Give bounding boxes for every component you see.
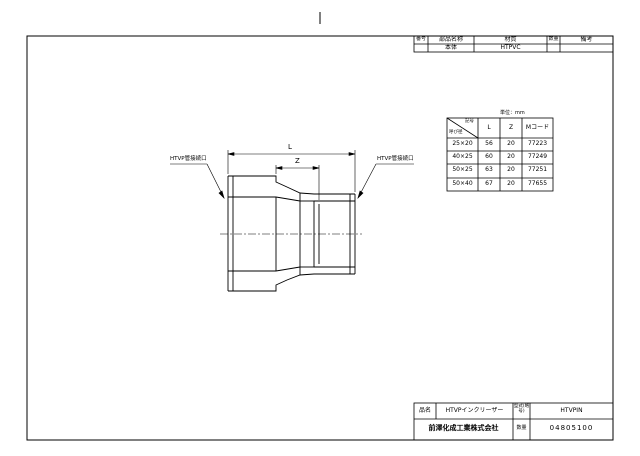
- title-name-value: HTVPインクリーザー: [445, 407, 504, 414]
- spec-cell-L: 63: [485, 166, 493, 173]
- parts-header-number: 番号: [415, 36, 426, 42]
- parts-header-remarks: 備考: [580, 36, 593, 43]
- dimension-lines: [170, 150, 414, 200]
- spec-cell-size: 25×20: [452, 140, 473, 147]
- spec-cell-mcode: 77223: [527, 140, 548, 147]
- parts-header-material: 材質: [504, 36, 517, 43]
- parts-header-name: 部品名称: [438, 36, 463, 43]
- spec-cell-mcode: 77655: [527, 180, 548, 187]
- title-model-value: HTVPIN: [560, 407, 583, 414]
- spec-cell-size: 50×25: [452, 166, 473, 173]
- spec-cell-L: 67: [485, 180, 493, 187]
- spec-cell-Z: 20: [507, 180, 515, 187]
- parts-header-quantity: 数量: [548, 36, 559, 42]
- drawing-frame: [26, 35, 614, 441]
- title-name-label: 品名: [418, 407, 431, 414]
- company-name: 前澤化成工業株式会社: [428, 424, 499, 432]
- reducer-fitting-drawing: [220, 175, 362, 292]
- spec-cell-size: 50×40: [452, 180, 473, 187]
- callout-left: HTVP管接続口: [170, 156, 207, 162]
- spec-cell-Z: 20: [507, 140, 515, 147]
- spec-cell-mcode: 77251: [527, 166, 548, 173]
- parts-row-name: 本体: [444, 44, 457, 51]
- spec-table-lines: [446, 117, 554, 192]
- parts-table-lines: [413, 35, 614, 53]
- spec-cell-mcode: 77249: [527, 153, 548, 160]
- title-block-lines: [413, 402, 614, 441]
- spec-cell-Z: 20: [507, 153, 515, 160]
- spec-corner-top: 記号: [465, 119, 474, 124]
- title-code-label: 数量: [516, 425, 527, 431]
- spec-header-mcode: Mコード: [525, 124, 550, 131]
- dimension-Z-label: Z: [295, 157, 300, 165]
- spec-header-L: L: [487, 124, 491, 131]
- spec-cell-Z: 20: [507, 166, 515, 173]
- spec-cell-size: 40×25: [452, 153, 473, 160]
- spec-cell-L: 56: [485, 140, 493, 147]
- spec-cell-L: 60: [485, 153, 493, 160]
- callout-right: HTVP管接続口: [377, 156, 414, 162]
- unit-label: 単位：mm: [500, 110, 525, 116]
- parts-row-material: HTPVC: [500, 44, 521, 51]
- spec-header-Z: Z: [508, 124, 514, 131]
- title-code-value: 04805100: [549, 424, 594, 432]
- title-model-label: 型式(略号): [513, 404, 530, 414]
- dimension-L-label: L: [288, 143, 292, 151]
- spec-corner-bottom: 呼び径: [449, 130, 463, 135]
